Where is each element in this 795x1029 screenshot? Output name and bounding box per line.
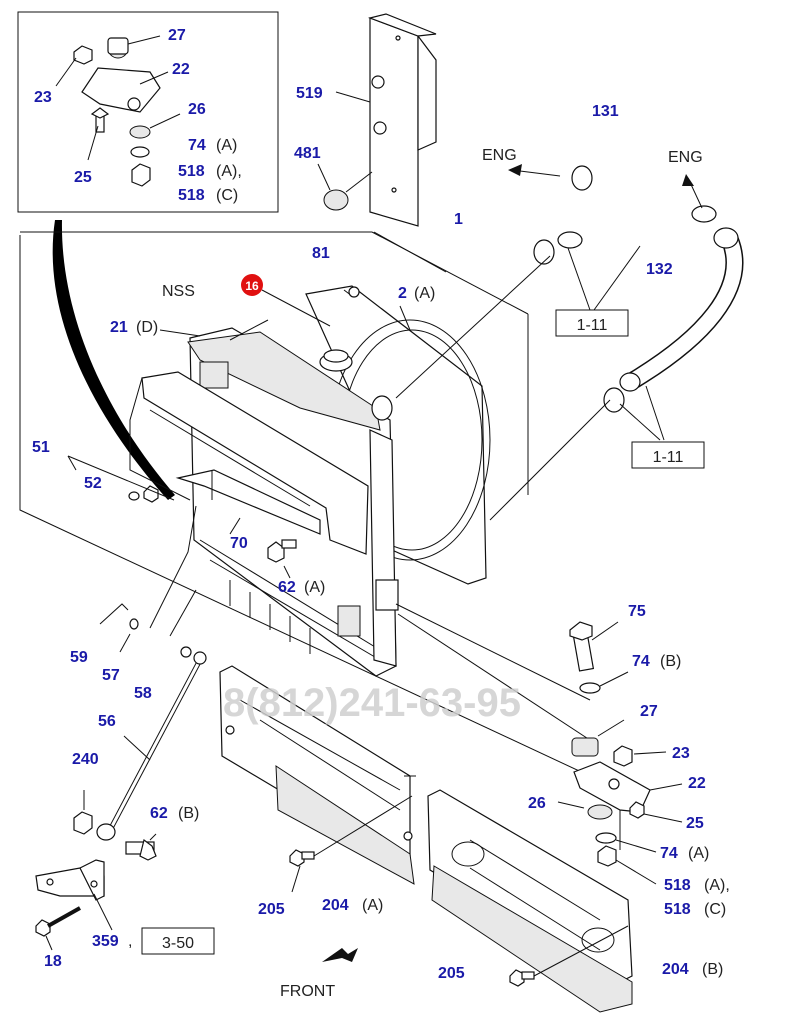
callout-c18: 18 <box>44 953 62 970</box>
callout-c240: 240 <box>72 751 99 768</box>
callout-c22a: 22 <box>172 61 190 78</box>
lower-hose-132 <box>603 205 744 413</box>
callout-c132: 132 <box>646 261 673 278</box>
callout-c74a2: 74 <box>660 845 678 862</box>
callout-c2-suffix: (A) <box>414 285 435 302</box>
stay-70 <box>175 469 321 535</box>
callout-c204a: 204 <box>322 897 349 914</box>
callout-c51: 51 <box>32 439 50 456</box>
marker-badge-text: 16 <box>245 279 259 293</box>
bolt-62a <box>267 539 297 563</box>
callout-c21: 21 <box>110 319 128 336</box>
callout-c74a-suffix: (A) <box>216 137 237 154</box>
callout-c26b: 26 <box>528 795 546 812</box>
inset-box <box>17 11 279 213</box>
callout-c518c1: 518 <box>178 187 205 204</box>
upper-hose-131 <box>533 165 652 265</box>
callout-c518a1: 518 <box>178 163 205 180</box>
clip-481 <box>317 163 373 211</box>
callout-c204b-suffix: (B) <box>702 961 723 978</box>
callout-c75: 75 <box>628 603 646 620</box>
right-mount-parts <box>557 621 683 885</box>
eng-label-1: ENG <box>482 147 517 164</box>
bolt-205b <box>509 925 629 987</box>
ref-label-1: 1-11 <box>577 317 608 334</box>
ref-box-3 <box>141 927 215 955</box>
bracket-519 <box>335 13 437 227</box>
ref-label-2: 1-11 <box>653 449 684 466</box>
callout-c56: 56 <box>98 713 116 730</box>
callout-c70: 70 <box>230 535 248 552</box>
ref-label-3: 3-50 <box>162 935 194 952</box>
callout-c59: 59 <box>70 649 88 666</box>
front-arrow-icon <box>322 948 358 962</box>
bolt-18 <box>35 906 81 951</box>
callout-c27b: 27 <box>640 703 658 720</box>
callout-c518a2-suffix: (A), <box>704 877 730 894</box>
callout-c62b-suffix: (B) <box>178 805 199 822</box>
radiator-cover-21 <box>129 371 369 555</box>
callout-c74a2-suffix: (A) <box>688 845 709 862</box>
callout-c21-suffix: (D) <box>136 319 158 336</box>
callout-c62a: 62 <box>278 579 296 596</box>
baffle-204a <box>219 665 416 885</box>
callout-c359: 359 <box>92 933 119 950</box>
drain-parts <box>99 505 197 658</box>
callout-c131: 131 <box>592 103 619 120</box>
callout-c2: 2 <box>398 285 407 302</box>
callout-c25a: 25 <box>74 169 92 186</box>
callout-c81: 81 <box>312 245 330 262</box>
callout-c25b: 25 <box>686 815 704 832</box>
nut-240 <box>73 790 93 835</box>
eng-label-2: ENG <box>668 149 703 166</box>
callout-c205b: 205 <box>438 965 465 982</box>
curved-pointer-arrow <box>52 220 175 500</box>
front-label: FRONT <box>280 983 335 1000</box>
callout-c62a-suffix: (A) <box>304 579 325 596</box>
callout-c359-suffix: , <box>128 933 132 950</box>
eng-arrows <box>508 164 703 209</box>
callout-c52: 52 <box>84 475 102 492</box>
callout-c518c1-suffix: (C) <box>216 187 238 204</box>
watermark-text: 8(812)241-63-95 <box>223 681 521 725</box>
bolt-62b <box>125 833 157 861</box>
callout-c58: 58 <box>134 685 152 702</box>
rod-56 <box>96 651 207 841</box>
callout-c22b: 22 <box>688 775 706 792</box>
ref-box-1 <box>555 309 629 337</box>
callout-c518a1-suffix: (A), <box>216 163 242 180</box>
callout-c481: 481 <box>294 145 321 162</box>
marker-badge-16: 16 <box>241 274 263 296</box>
callout-c27a: 27 <box>168 27 186 44</box>
bracket-359 <box>35 859 113 931</box>
bolt-52 <box>67 455 175 503</box>
callout-c74b-suffix: (B) <box>660 653 681 670</box>
callout-c62b: 62 <box>150 805 168 822</box>
baffle-204b <box>427 789 633 1013</box>
callout-c518c2-suffix: (C) <box>704 901 726 918</box>
part-callouts: 27 22 23 26 74 (A) 25 518 (A), 518 (C) 5… <box>32 27 730 982</box>
callout-c204b: 204 <box>662 961 689 978</box>
callout-c74b: 74 <box>632 653 650 670</box>
radiator <box>187 327 399 677</box>
callout-c518a2: 518 <box>664 877 691 894</box>
callout-c23b: 23 <box>672 745 690 762</box>
leader-lines <box>159 231 665 745</box>
callout-c204a-suffix: (A) <box>362 897 383 914</box>
bolt-81 <box>348 286 360 298</box>
callout-c519: 519 <box>296 85 323 102</box>
callout-c205a: 205 <box>258 901 285 918</box>
callout-c518c2: 518 <box>664 901 691 918</box>
nss-label: NSS <box>162 283 195 300</box>
callout-c1: 1 <box>454 211 463 228</box>
ref-box-2 <box>631 441 705 469</box>
callout-c26a: 26 <box>188 101 206 118</box>
callout-c57: 57 <box>102 667 120 684</box>
callout-c74a: 74 <box>188 137 206 154</box>
bolt-205a <box>289 795 413 893</box>
callout-c23a: 23 <box>34 89 52 106</box>
